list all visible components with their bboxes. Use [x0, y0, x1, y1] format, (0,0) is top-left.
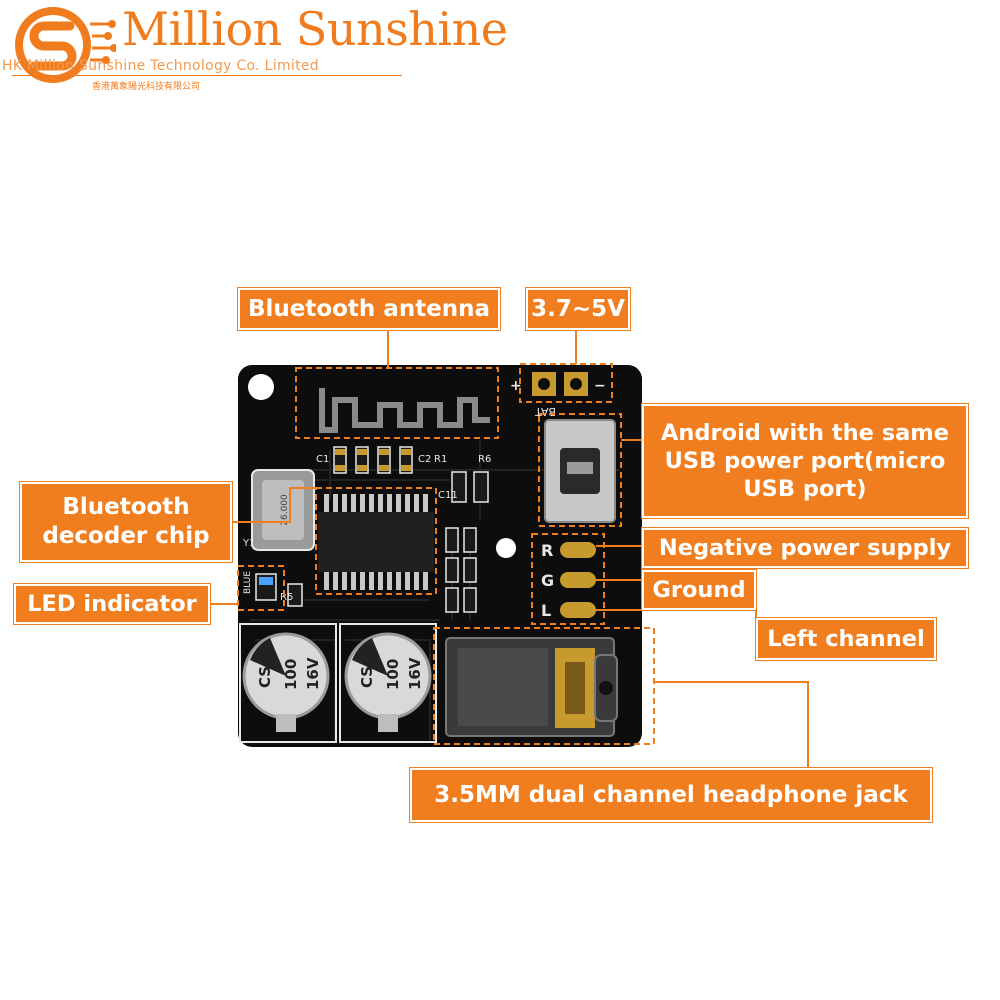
battery-area-box	[519, 363, 613, 403]
via-hole	[496, 538, 516, 558]
cap2-brand: CS	[358, 666, 376, 688]
label-bluetooth-antenna: Bluetooth antenna	[238, 288, 500, 330]
brand-subtitle-cn: 香港萬象陽光科技有限公司	[92, 82, 201, 92]
label-bluetooth-decoder-chip: Bluetooth decoder chip	[20, 482, 232, 562]
cap2-value: 100	[384, 659, 402, 690]
silk-ref-y1: Y1	[242, 538, 255, 549]
brand-subtitle: HK Million Sunshine Technology Co. Limit…	[2, 58, 319, 74]
audio-pad-g	[560, 572, 596, 588]
silk-g: G	[541, 571, 554, 590]
brand-underline	[12, 75, 402, 76]
silk-ref-c11: C11	[438, 490, 458, 501]
label-usb-power-port: Android with the same USB power port(mic…	[642, 404, 968, 518]
smd-components	[287, 446, 489, 613]
cap2-voltage: 16V	[406, 657, 424, 690]
cap1-value: 100	[282, 659, 300, 690]
cap1-brand: CS	[256, 666, 274, 688]
silk-ref-r6: R6	[478, 454, 491, 465]
silk-minus: −	[594, 378, 606, 394]
label-headphone-jack: 3.5MM dual channel headphone jack	[410, 768, 932, 822]
label-voltage: 3.7~5V	[526, 288, 630, 330]
antenna-area-box	[295, 367, 499, 439]
silk-ref-r5: R5	[280, 592, 293, 603]
silk-ref-c1: C1	[316, 454, 329, 465]
brand-title: Million Sunshine	[122, 2, 508, 56]
silk-ref-c2: C2	[418, 454, 431, 465]
silk-ref-r1: R1	[434, 454, 447, 465]
crystal-label: 26.000	[280, 494, 290, 526]
sunshine-logo-icon	[15, 7, 116, 83]
audio-pad-l	[560, 602, 596, 618]
label-negative-power-supply: Negative power supply	[642, 528, 968, 568]
audio-pad-r	[560, 542, 596, 558]
label-ground: Ground	[642, 570, 756, 610]
decoder-chip	[318, 512, 434, 572]
label-left-channel: Left channel	[756, 618, 936, 660]
leader-lines	[210, 330, 809, 768]
silk-r: R	[541, 541, 553, 560]
antenna-trace	[319, 388, 490, 433]
cap1-voltage: 16V	[304, 657, 322, 690]
silk-plus: +	[510, 378, 522, 394]
silk-bat: BAT	[535, 405, 556, 418]
mounting-hole	[248, 374, 274, 400]
label-led-indicator: LED indicator	[14, 584, 210, 624]
decoder-chip-pins	[324, 494, 428, 590]
silk-l: L	[541, 601, 551, 620]
silk-blue: BLUE	[243, 571, 253, 594]
